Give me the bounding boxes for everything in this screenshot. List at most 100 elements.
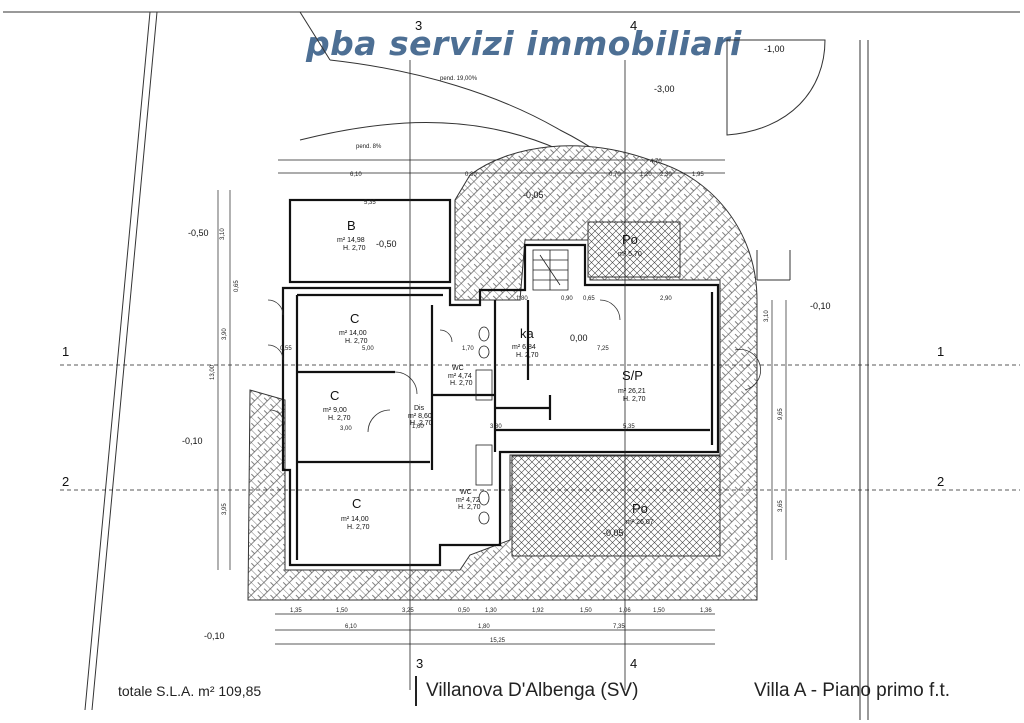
svg-text:m² 4,74: m² 4,74 xyxy=(448,373,472,380)
room-wc-1: WC m² 4,74 H. 2,70 xyxy=(448,365,473,387)
svg-text:H. 2,70: H. 2,70 xyxy=(347,524,370,531)
building-walls xyxy=(281,198,720,567)
dimension: 1,35 xyxy=(290,608,302,614)
section-lines xyxy=(60,60,1020,690)
svg-text:C: C xyxy=(350,311,359,326)
staircase xyxy=(532,249,569,291)
dimension: 5,35 xyxy=(364,200,376,206)
section-mark: 1 xyxy=(62,344,69,359)
level-marker: -0,10 xyxy=(182,436,203,446)
room-wc-2: WC m² 4,72 H. 2,70 xyxy=(456,489,481,511)
room-c-2: C m² 9,00 H. 2,70 xyxy=(323,388,351,422)
dimension: 9,65 xyxy=(778,408,784,420)
svg-text:Po: Po xyxy=(632,501,648,516)
room-c-1: C m² 14,00 H. 2,70 xyxy=(339,311,368,345)
section-mark: 3 xyxy=(416,656,423,671)
porch-bottom xyxy=(511,455,721,557)
room-sp: S/P m² 26,21 H. 2,70 xyxy=(618,368,646,403)
level-marker: -0,10 xyxy=(810,301,831,311)
dimension: 5,35 xyxy=(623,424,635,430)
dimension: 3,90 xyxy=(222,328,228,340)
dimension: 1,20 xyxy=(640,172,652,178)
svg-text:H. 2,70: H. 2,70 xyxy=(458,504,481,511)
svg-text:H. 2,70: H. 2,70 xyxy=(410,420,433,427)
dimension: 0,50 xyxy=(458,608,470,614)
dimension: 0,30 xyxy=(465,172,477,178)
dimension: 1,50 xyxy=(653,608,665,614)
svg-text:H. 2,70: H. 2,70 xyxy=(516,352,539,359)
level-marker: -1,00 xyxy=(764,44,785,54)
section-mark: 2 xyxy=(937,474,944,489)
svg-text:H. 2,70: H. 2,70 xyxy=(450,380,473,387)
level-marker: -3,00 xyxy=(654,84,675,94)
dimension: 5,00 xyxy=(362,346,374,352)
section-mark: 4 xyxy=(630,18,637,33)
dimension: 1,95 xyxy=(692,172,704,178)
dimension: 15,25 xyxy=(490,638,506,644)
location-label: Villanova D'Albenga (SV) xyxy=(426,680,639,701)
level-marker: -0,10 xyxy=(204,631,225,641)
dimension: 0,70 xyxy=(609,172,621,178)
svg-text:m² 4,72: m² 4,72 xyxy=(456,497,480,504)
dimension: 7,25 xyxy=(597,346,609,352)
dimension: 13,00 xyxy=(210,364,216,380)
dimension: 1,50 xyxy=(336,608,348,614)
svg-text:S/P: S/P xyxy=(622,368,643,383)
svg-text:m² 9,00: m² 9,00 xyxy=(323,407,347,414)
dimension: 3,95 xyxy=(222,503,228,515)
dimension: 6,10 xyxy=(345,624,357,630)
svg-text:B: B xyxy=(347,218,356,233)
svg-text:H. 2,70: H. 2,70 xyxy=(345,338,368,345)
room-c-3: C m² 14,00 H. 2,70 xyxy=(341,496,370,531)
drawing-title: Villa A - Piano primo f.t. xyxy=(754,680,951,701)
dimension: 2,30 xyxy=(660,172,672,178)
svg-text:m² 14,00: m² 14,00 xyxy=(341,516,369,523)
section-mark: 2 xyxy=(62,474,69,489)
dimension: 7,35 xyxy=(613,624,625,630)
dimension: 6,10 xyxy=(350,172,362,178)
svg-text:m² 26,07: m² 26,07 xyxy=(626,519,654,526)
dimension: 0,65 xyxy=(583,296,595,302)
dimension: 0,90 xyxy=(561,296,573,302)
svg-text:Po: Po xyxy=(622,232,638,247)
svg-text:m² 8,60: m² 8,60 xyxy=(408,413,432,420)
room-po-top: Po m² 5,70 xyxy=(618,232,642,258)
slope-label: pend. 8% xyxy=(356,144,382,150)
dimension: 1,36 xyxy=(700,608,712,614)
svg-text:WC: WC xyxy=(452,365,464,372)
svg-text:m² 26,21: m² 26,21 xyxy=(618,388,646,395)
level-marker: 0,00 xyxy=(570,333,588,343)
dimension: 3,10 xyxy=(764,310,770,322)
svg-text:H. 2,70: H. 2,70 xyxy=(623,396,646,403)
dimension: 0,65 xyxy=(234,280,240,292)
dimension-lines xyxy=(217,159,787,645)
level-marker: -0,05 xyxy=(523,190,544,200)
level-marker: -0,05 xyxy=(603,528,624,538)
svg-text:H. 2,70: H. 2,70 xyxy=(328,415,351,422)
section-mark: 3 xyxy=(415,18,422,33)
dimension: 1,60 xyxy=(412,424,424,430)
room-b: B m² 14,98 H. 2,70 xyxy=(337,218,366,252)
svg-text:H. 2,70: H. 2,70 xyxy=(343,245,366,252)
dimension: 3,00 xyxy=(340,426,352,432)
dimension: 3,25 xyxy=(402,608,414,614)
room-ka: ka m² 6,84 H. 2,70 xyxy=(512,326,539,359)
section-mark: 4 xyxy=(630,656,637,671)
level-marker: -0,50 xyxy=(376,239,397,249)
title-block-divider xyxy=(415,676,417,706)
dimension: 1,06 xyxy=(619,608,631,614)
total-sla-label: totale S.L.A. m² 109,85 xyxy=(118,683,262,699)
slope-label: pend. 19,00% xyxy=(440,76,478,82)
dimension: 1,92 xyxy=(532,608,544,614)
dimension: 1,30 xyxy=(485,608,497,614)
svg-text:C: C xyxy=(352,496,361,511)
dimension: 3,10 xyxy=(220,228,226,240)
dimension: 0,55 xyxy=(280,346,292,352)
brand-logo-text: pba servizi immobiliari xyxy=(306,24,742,63)
level-marker: -0,50 xyxy=(188,228,209,238)
svg-text:m² 6,84: m² 6,84 xyxy=(512,344,536,351)
svg-text:Dis: Dis xyxy=(414,405,425,412)
room-po-bottom: Po m² 26,07 xyxy=(626,501,654,526)
svg-text:WC: WC xyxy=(460,489,472,496)
dimension: 3,80 xyxy=(490,424,502,430)
